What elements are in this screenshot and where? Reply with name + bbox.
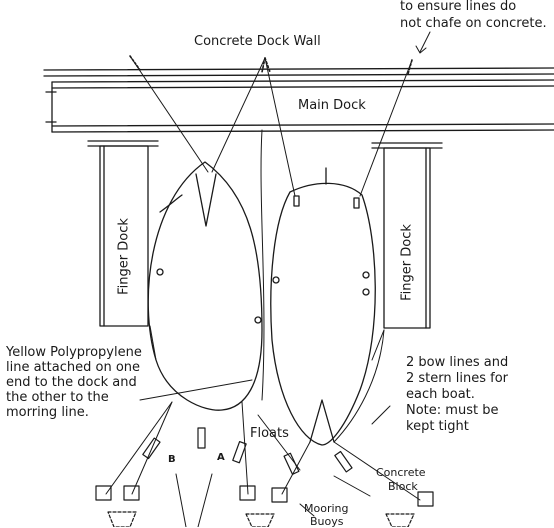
floats-label: Floats <box>250 426 289 441</box>
bow-note-line: Note: must be <box>406 403 499 418</box>
top-note-line2: not chafe on concrete. <box>400 16 547 31</box>
finger-dock-left <box>87 140 159 327</box>
concrete-blocks <box>95 485 434 527</box>
bow-note-line: 2 stern lines for <box>406 371 509 386</box>
chafe-chains <box>129 55 413 75</box>
yellow-note-line: morring line. <box>6 405 89 420</box>
boat-left <box>147 161 263 411</box>
bow-note-line: 2 bow lines and <box>406 355 509 370</box>
finger-dock-right <box>371 142 443 329</box>
top-note-line1: to ensure lines do <box>400 0 517 14</box>
main-dock-label: Main Dock <box>298 98 366 113</box>
yellow-note-line: Yellow Polypropylene <box>6 345 142 360</box>
mark-a: A <box>217 452 225 463</box>
wall-label: Concrete Dock Wall <box>194 34 321 49</box>
mark-b: B <box>168 454 176 465</box>
mooring-buoys-label-line1: Mooring <box>304 502 349 515</box>
bow-note-line: each boat. <box>406 387 475 402</box>
floats <box>142 427 353 475</box>
yellow-note-line: end to the dock and <box>6 375 137 390</box>
concrete-dock-wall <box>43 67 554 77</box>
bow-note-line: kept tight <box>406 419 469 434</box>
finger-dock-left-label: Finger Dock <box>116 218 132 295</box>
main-dock <box>45 79 554 133</box>
concrete-block-label-line2: Block <box>388 480 418 493</box>
concrete-block-label-line1: Concrete <box>376 466 426 479</box>
boat-right <box>270 167 376 446</box>
yellow-note-line: line attached on one <box>6 360 141 375</box>
pointer-arrows <box>175 31 431 527</box>
stern-lines <box>105 325 421 501</box>
yellow-note-line: the other to the <box>6 390 109 405</box>
finger-dock-right-label: Finger Dock <box>399 224 415 301</box>
mooring-buoys-label-line2: Buoys <box>310 515 344 528</box>
dock-lines <box>129 55 413 401</box>
